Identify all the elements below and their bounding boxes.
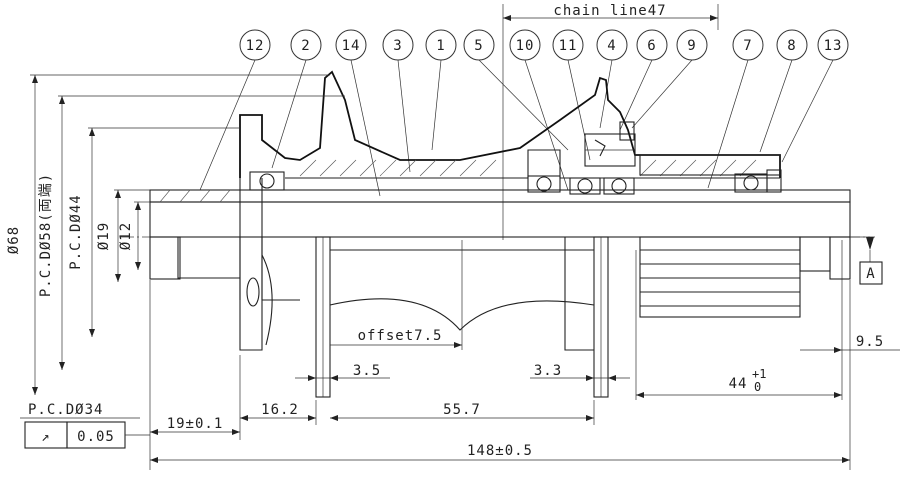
balloon-label: 13	[824, 38, 843, 54]
flange-33-label: 3.3	[534, 363, 562, 379]
datum-a-label: A	[866, 266, 875, 282]
balloon-3: 3	[382, 29, 414, 61]
balloon-label: 7	[743, 38, 752, 54]
runout-tolerance-frame: ↗ 0.05	[24, 421, 150, 449]
dim-19-label: 19±0.1	[167, 416, 224, 432]
pcd-34-label: P.C.DØ34	[28, 402, 103, 418]
freehub-44-dimension: 44 +1 0	[635, 250, 842, 400]
chain-line-dimension: chain line47	[502, 3, 719, 240]
balloon-12: 12	[239, 29, 271, 61]
spoke-flange-dims: 3.5 3.3	[295, 363, 630, 381]
pcd-44-label: P.C.DØ44	[68, 194, 84, 269]
pawl-mechanism	[584, 121, 636, 167]
balloon-label: 1	[436, 38, 445, 54]
balloon-label: 14	[342, 38, 361, 54]
dim-148-label: 148±0.5	[467, 443, 533, 459]
bottom-dimensions: 19±0.1 16.2 55.7 148±0.5	[149, 280, 851, 470]
chain-line-label: chain line47	[553, 3, 666, 19]
left-flange	[177, 237, 300, 351]
flange-35-label: 3.5	[353, 363, 381, 379]
diameter-12-label: Ø12	[118, 222, 134, 250]
balloon-7: 7	[732, 29, 764, 61]
dim-162-label: 16.2	[261, 402, 299, 418]
diameter-19-label: Ø19	[96, 222, 112, 250]
diameter-68-label: Ø68	[6, 226, 22, 254]
balloon-8: 8	[776, 29, 808, 61]
freehub-44-label: 44	[729, 376, 748, 392]
balloon-label: 9	[687, 38, 696, 54]
pcd-34-callout: P.C.DØ34	[20, 402, 140, 419]
offset-dimension: offset7.5	[330, 240, 463, 350]
freehub-44-tol-lower: 0	[754, 380, 761, 394]
balloon-label: 8	[787, 38, 796, 54]
bearing-mid	[527, 175, 561, 193]
shell-hatching	[299, 159, 757, 177]
datum-a: A	[850, 236, 883, 285]
balloon-2: 2	[290, 29, 322, 61]
balloon-label: 10	[516, 38, 535, 54]
hub-assembly	[120, 70, 870, 398]
balloon-11: 11	[552, 29, 584, 61]
pcd-58-label: P.C.DØ58(両端)	[38, 173, 54, 297]
freehub-44-tol-upper: +1	[752, 367, 766, 381]
balloon-label: 6	[647, 38, 656, 54]
balloon-14: 14	[335, 29, 367, 61]
balloon-5: 5	[463, 29, 495, 61]
balloon-13: 13	[817, 29, 849, 61]
balloon-10: 10	[509, 29, 541, 61]
runout-arrow-icon: ↗	[41, 429, 50, 445]
runout-value: 0.05	[77, 429, 115, 445]
diameter-dimensions: Ø68 P.C.DØ58(両端) P.C.DØ44 Ø19 Ø12	[6, 74, 345, 395]
balloon-6: 6	[636, 29, 668, 61]
freehub-body	[639, 154, 831, 318]
balloon-label: 4	[607, 38, 616, 54]
left-spoke-flange	[315, 236, 331, 398]
offset-label: offset7.5	[358, 328, 443, 344]
balloon-4: 4	[596, 29, 628, 61]
dim-557-label: 55.7	[443, 402, 481, 418]
bearing-pawl-right	[603, 177, 635, 195]
end-95-label: 9.5	[856, 334, 884, 350]
balloon-label: 12	[246, 38, 265, 54]
balloon-label: 11	[559, 38, 578, 54]
balloon-leaders	[199, 59, 834, 197]
balloon-label: 3	[393, 38, 402, 54]
bearing-left	[249, 171, 285, 191]
balloon-label: 5	[474, 38, 483, 54]
right-spoke-flange	[593, 236, 609, 398]
bearing-pawl-left	[569, 177, 601, 195]
balloon-9: 9	[676, 29, 708, 61]
balloon-1: 1	[425, 29, 457, 61]
balloon-label: 2	[301, 38, 310, 54]
bearing-right	[734, 173, 768, 193]
